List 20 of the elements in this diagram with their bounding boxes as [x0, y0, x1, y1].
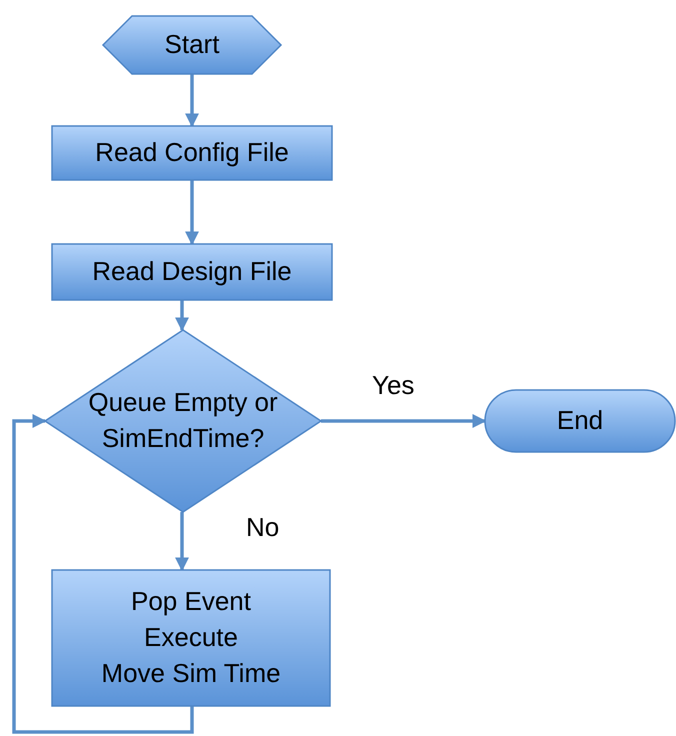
node-text: Queue Empty or SimEndTime?: [87, 386, 279, 455]
arrow: [185, 74, 199, 128]
process-box: [52, 244, 332, 300]
node-text: Move Sim Time: [101, 656, 281, 690]
process-box: [52, 126, 332, 180]
terminal-pill: [485, 390, 675, 452]
node-text: Read Config File: [95, 136, 289, 170]
arrow: [175, 300, 189, 332]
arrow: [321, 414, 486, 428]
node-text: End: [556, 404, 604, 438]
node-text: Pop Event: [131, 585, 251, 618]
node-text: Read Design File: [92, 255, 292, 288]
node-text: Start: [164, 28, 220, 62]
process-box: [52, 570, 330, 706]
start-hexagon: [103, 16, 281, 74]
node-text: Execute: [144, 621, 238, 654]
arrow: [12, 414, 194, 734]
decision-diamond: [45, 330, 321, 512]
arrow: [175, 512, 189, 572]
arrow: [185, 180, 199, 246]
